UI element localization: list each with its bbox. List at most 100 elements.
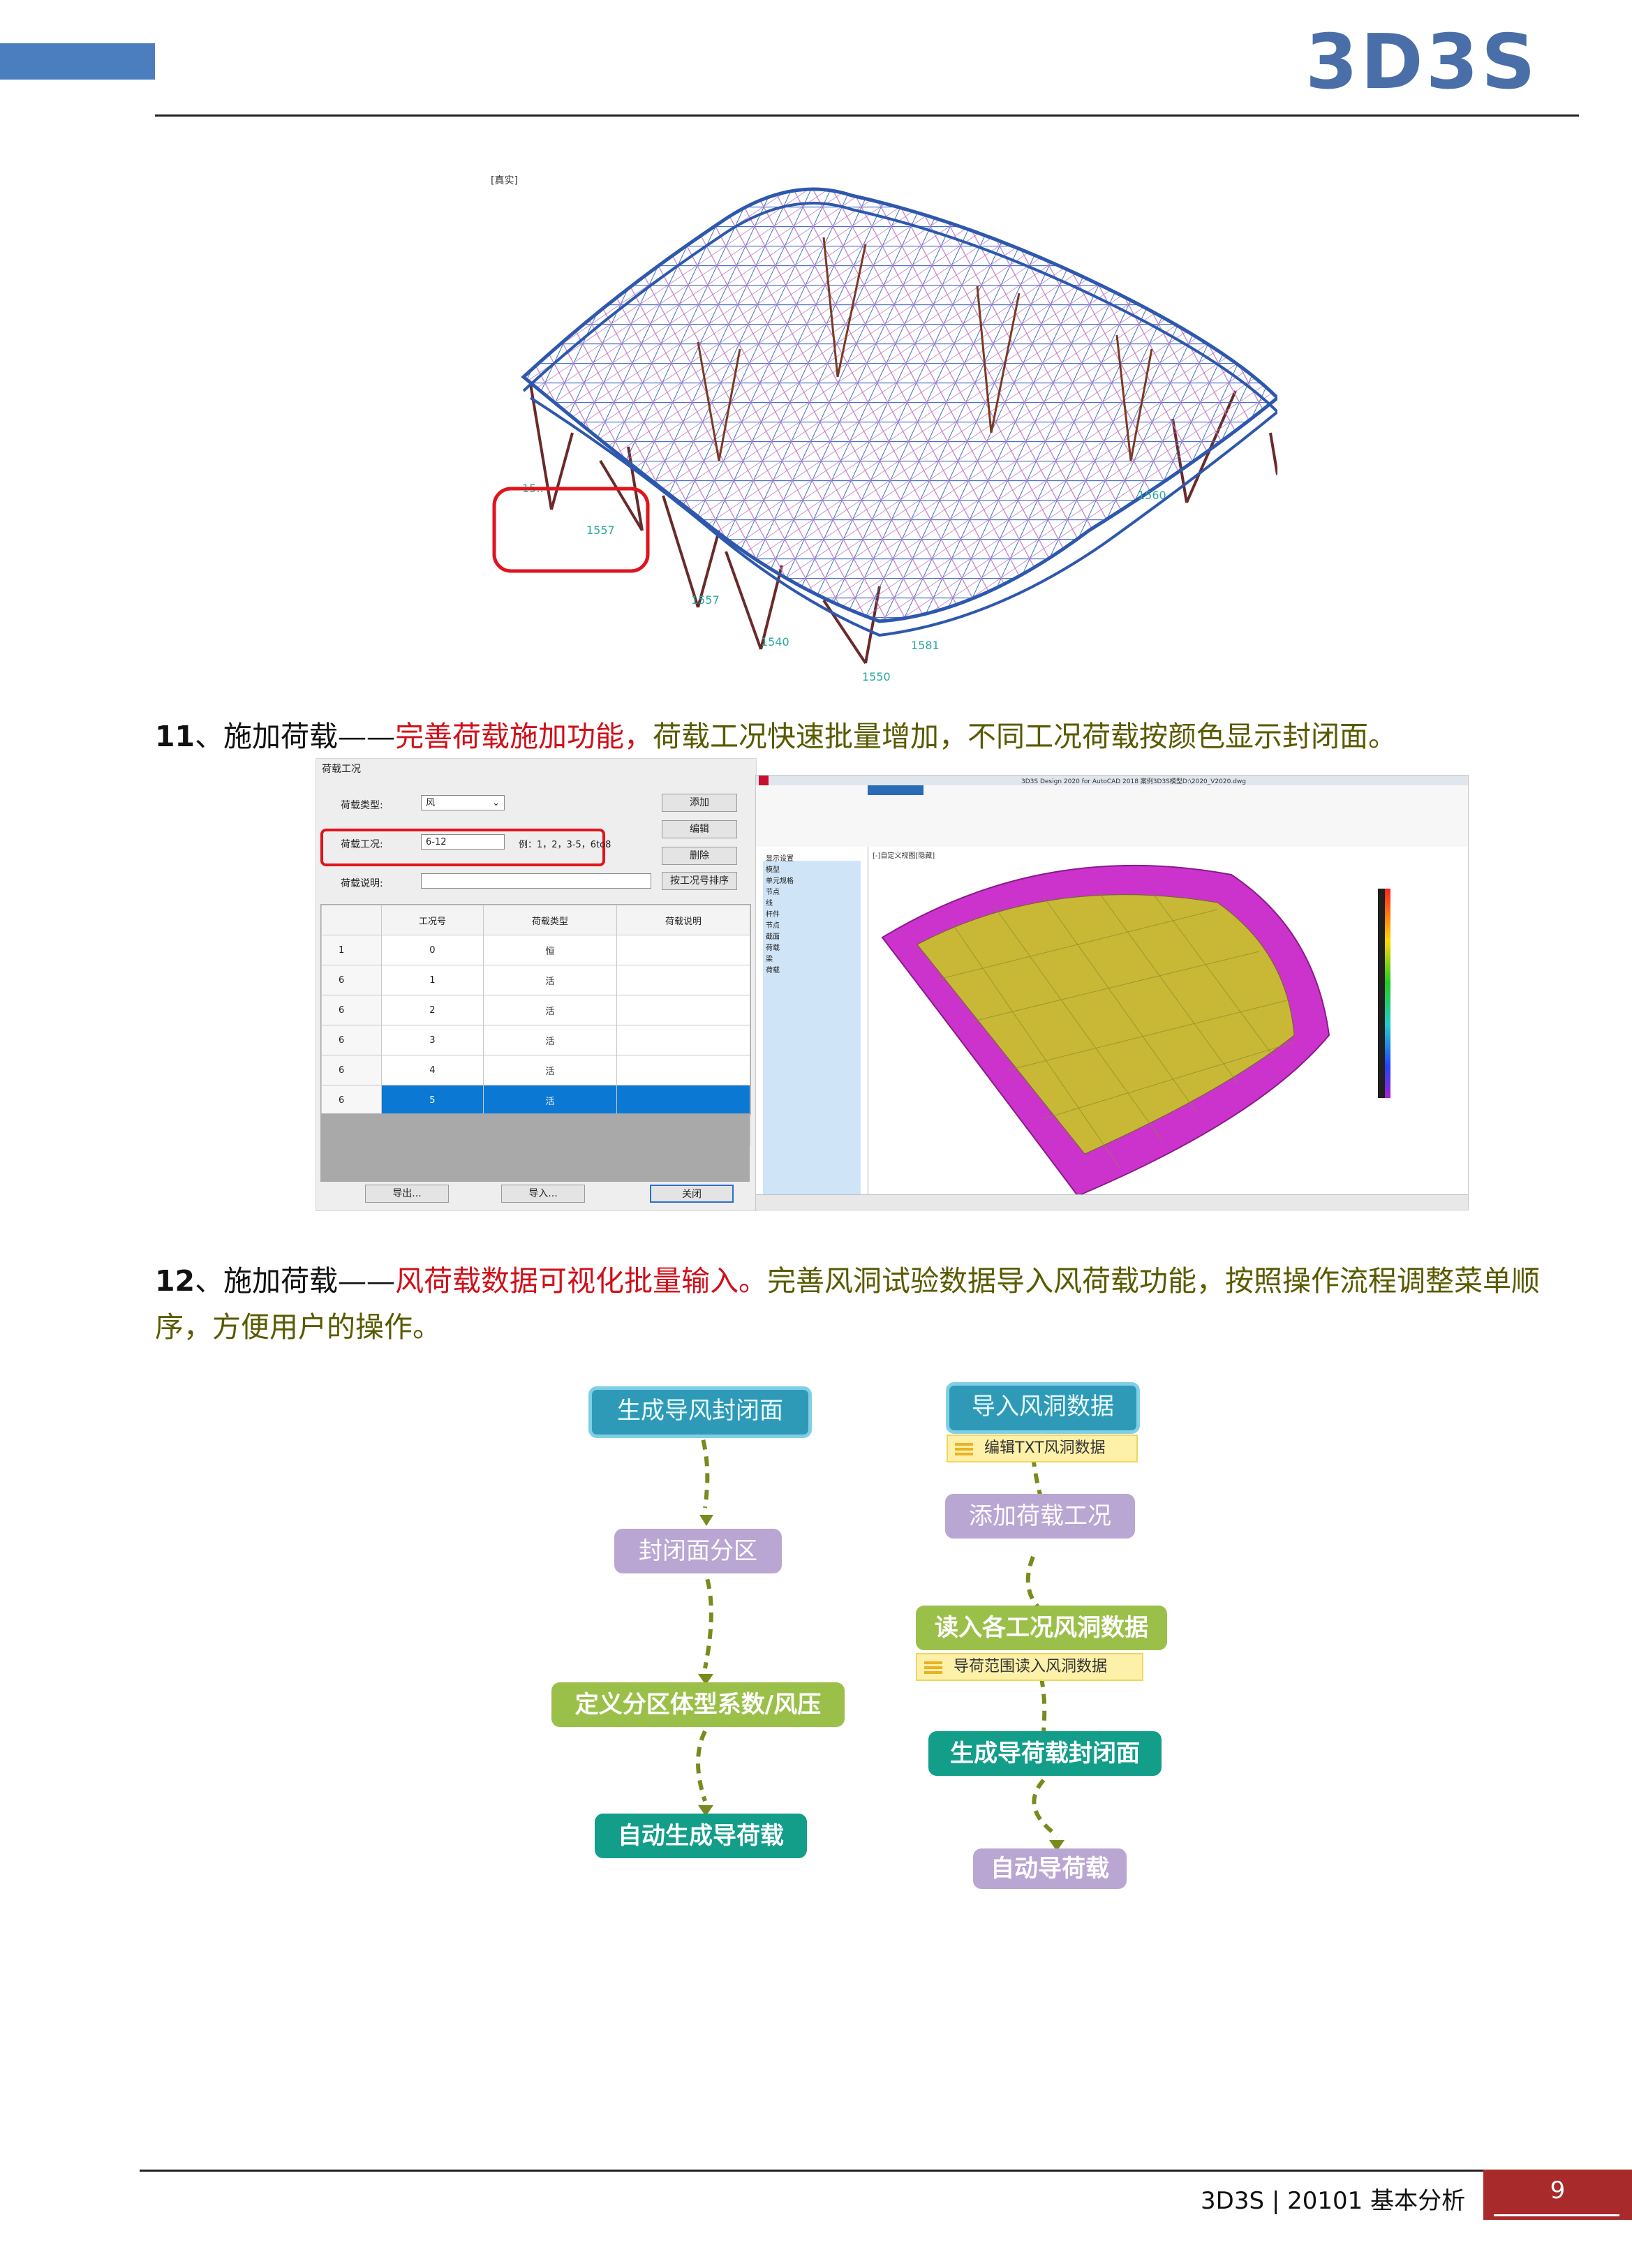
type-cell[interactable]: 活 <box>482 1055 617 1085</box>
support-trusses <box>697 237 1153 461</box>
desc-cell[interactable] <box>616 965 751 995</box>
table-row[interactable]: 6 2 活 <box>321 995 751 1025</box>
case-cell[interactable]: 0 <box>381 935 484 965</box>
desc-cell[interactable] <box>616 935 751 965</box>
case-cell[interactable]: 1 <box>381 965 484 995</box>
highlight-box <box>492 487 650 573</box>
workflow-diagram: 生成导风封闭面 封闭面分区 定义分区体型系数/风压 自动生成导荷载 导入风洞数据… <box>531 1361 1229 1889</box>
flow-step-read-wind-data: 读入各工况风洞数据 <box>916 1606 1167 1650</box>
tree-list[interactable]: 显示设置 模型 单元规格 节点 线 杆件 节点 截面 荷载 梁 荷载 <box>766 854 794 977</box>
tree-item[interactable]: 节点 <box>766 922 780 930</box>
row-number: 6 <box>321 995 382 1025</box>
note-icon <box>924 1661 942 1674</box>
roof-load-model: 0.40 -0.80 -1.20 -1.60 <box>881 864 1407 1197</box>
edit-button[interactable]: 编辑 <box>662 820 737 838</box>
footer-divider <box>140 2170 1632 2172</box>
type-cell[interactable]: 活 <box>482 1085 617 1116</box>
legend-value: -1.60 <box>1390 1072 1407 1079</box>
grid-header[interactable]: 荷载说明 <box>616 905 751 935</box>
load-case-dialog: 荷载工况 荷载类型: 风 ⌄ 添加 荷载工况: 6-12 例：1，2，3-5，6… <box>316 758 757 1211</box>
section-number: 11 <box>155 720 195 753</box>
table-row-selected[interactable]: 6 5 活 <box>321 1085 751 1116</box>
row-number: 6 <box>321 965 382 995</box>
import-button[interactable]: 导入... <box>501 1185 585 1203</box>
row-number: 6 <box>321 1055 382 1085</box>
tree-item[interactable]: 梁 <box>766 956 773 963</box>
case-cell[interactable]: 4 <box>381 1055 484 1085</box>
page-number-underline <box>1494 2214 1619 2216</box>
example-hint: 例：1，2，3-5，6to8 <box>519 840 611 850</box>
close-button[interactable]: 关闭 <box>650 1185 734 1203</box>
tree-item[interactable]: 显示设置 <box>766 855 794 863</box>
tree-item[interactable]: 荷载 <box>766 944 780 952</box>
tree-item[interactable]: 荷载 <box>766 967 780 974</box>
page-number: 9 <box>1550 2177 1566 2204</box>
load-type-value: 风 <box>426 798 436 808</box>
app-window: 3D3S Design 2020 for AutoCAD 2018 案例3D3S… <box>755 775 1469 1210</box>
ribbon-tab-active[interactable] <box>868 785 923 795</box>
node-label: 1557 <box>691 593 720 607</box>
flow-step-add-load-case: 添加荷载工况 <box>945 1494 1135 1539</box>
flow-step-define-coefficients: 定义分区体型系数/风压 <box>551 1682 845 1727</box>
node-label: 1560 <box>1138 489 1166 502</box>
section-12-heading: 12、施加荷载——风荷载数据可视化批量输入。完善风洞试验数据导入风荷载功能，按照… <box>155 1258 1579 1350</box>
tree-item[interactable]: 杆件 <box>766 911 780 919</box>
type-cell[interactable]: 活 <box>482 1025 617 1055</box>
tree-item[interactable]: 节点 <box>766 889 780 896</box>
table-row[interactable]: 6 1 活 <box>321 965 751 995</box>
note-icon <box>955 1443 973 1455</box>
section-highlight: 风荷载数据可视化批量输入。 <box>395 1264 768 1298</box>
note-text: 编辑TXT风洞数据 <box>984 1439 1106 1457</box>
sort-button[interactable]: 按工况号排序 <box>662 872 737 890</box>
case-cell[interactable]: 2 <box>381 995 484 1025</box>
section-highlight: 完善荷载施加功能， <box>395 720 653 753</box>
legend-value: -0.80 <box>1390 991 1407 998</box>
tree-item[interactable]: 线 <box>766 900 773 907</box>
tree-item[interactable]: 单元规格 <box>766 877 794 885</box>
grid-corner <box>321 905 382 935</box>
table-row[interactable]: 6 3 活 <box>321 1025 751 1055</box>
delete-button[interactable]: 删除 <box>662 847 737 865</box>
type-cell[interactable]: 恒 <box>482 935 617 965</box>
status-bar[interactable] <box>756 1194 1468 1210</box>
desc-cell[interactable] <box>616 995 751 1025</box>
highlight-box <box>320 829 605 866</box>
export-button[interactable]: 导出... <box>365 1185 449 1203</box>
type-cell[interactable]: 活 <box>482 995 617 1025</box>
type-cell[interactable]: 活 <box>482 965 617 995</box>
desc-cell[interactable] <box>616 1055 751 1085</box>
tree-item[interactable]: 截面 <box>766 933 780 941</box>
legend-value: 0.40 <box>1390 894 1404 900</box>
load-type-label: 荷载类型: <box>341 800 383 811</box>
space-truss-figure: 15.. 1557 1560 1557 1540 1581 1550 <box>492 187 1277 683</box>
load-desc-input[interactable] <box>421 873 651 889</box>
grid-empty-area <box>320 1113 750 1182</box>
flow-note-read-range: 导荷范围读入风洞数据 <box>916 1653 1143 1681</box>
case-cell[interactable]: 5 <box>381 1085 484 1116</box>
table-row[interactable]: 6 4 活 <box>321 1055 751 1085</box>
load-case-input[interactable]: 6-12 <box>421 834 505 850</box>
ribbon-toolbar[interactable] <box>756 785 1468 847</box>
model-viewport[interactable]: [-]自定义视图[隐藏] <box>868 847 1468 1210</box>
desc-cell[interactable] <box>616 1025 751 1055</box>
tree-item[interactable]: 模型 <box>766 866 780 874</box>
grid-header[interactable]: 工况号 <box>381 905 484 935</box>
grid-header[interactable]: 荷载类型 <box>482 905 617 935</box>
node-label: 1581 <box>911 639 940 652</box>
header-divider <box>155 114 1579 117</box>
flow-step-auto-generate-load: 自动生成导荷载 <box>595 1814 807 1858</box>
load-desc-label: 荷载说明: <box>341 878 383 889</box>
case-cell[interactable]: 3 <box>381 1025 484 1055</box>
row-number: 1 <box>321 935 382 965</box>
flow-note-edit-txt: 编辑TXT风洞数据 <box>947 1435 1138 1462</box>
view-label: [-]自定义视图[隐藏] <box>873 852 935 860</box>
chevron-down-icon: ⌄ <box>492 798 500 808</box>
section-number: 12 <box>155 1264 195 1298</box>
table-row[interactable]: 1 0 恒 <box>321 935 751 965</box>
model-tree-panel[interactable]: 显示设置 模型 单元规格 节点 线 杆件 节点 截面 荷载 梁 荷载 <box>756 847 868 1210</box>
desc-cell[interactable] <box>616 1085 751 1116</box>
load-type-select[interactable]: 风 ⌄ <box>421 795 505 810</box>
section-11-heading: 11、施加荷载——完善荷载施加功能，荷载工况快速批量增加，不同工况荷载按颜色显示… <box>155 713 1579 759</box>
add-button[interactable]: 添加 <box>662 794 737 812</box>
note-text: 导荷范围读入风洞数据 <box>954 1658 1108 1675</box>
